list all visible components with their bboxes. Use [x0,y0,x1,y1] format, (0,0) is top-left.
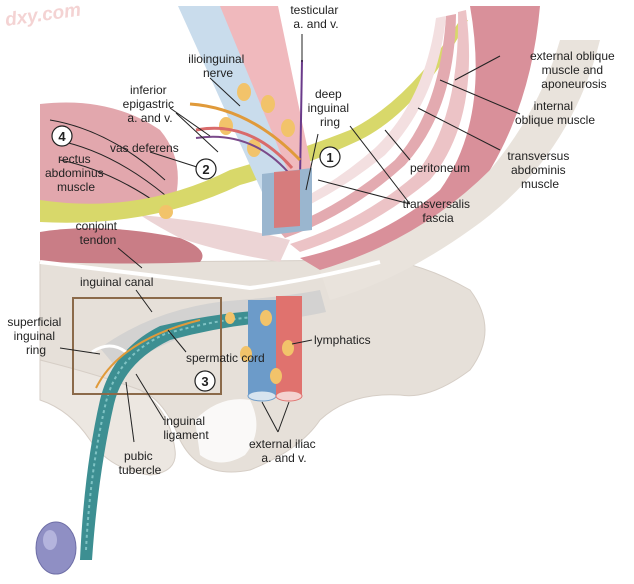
marker-2: 2 [195,158,217,180]
cord-nerve [95,319,201,389]
marker-1: 1 [319,146,341,168]
lymph-nodes-upper [159,83,295,219]
iliac-artery-end [275,390,303,402]
label-inguinal-canal: inguinal canal [80,275,153,289]
marker-4-text: 4 [58,129,66,144]
lymph-nodes-iliac [225,310,294,384]
peritoneum-layer [268,16,446,222]
label-transversus: transversus abdominis muscle [507,149,572,191]
obturator-region [195,399,257,463]
leader-lines [59,34,521,443]
testis [35,521,77,575]
spermatic-cord-pattern [85,315,271,551]
label-internal-oblique: internal oblique muscle [515,99,595,127]
transversalis-fascia-band [40,20,468,223]
label-lymphatics: lymphatics [314,333,371,347]
label-conjoint: conjoint tendon [76,219,121,247]
ilioinguinal-nerve-curve [189,102,302,162]
rectus-muscle [40,102,178,212]
inferior-epigastric-artery [195,126,294,169]
label-rectus: rectus abdominus muscle [45,152,107,194]
conjoint-tendon-muscle [40,228,203,264]
internal-oblique-layer [290,10,470,252]
iliac-vein-end [247,390,277,402]
label-transversalis: transversalis fascia [403,197,474,225]
superficial-ring-edge [91,344,127,354]
marker-3: 3 [194,370,216,392]
label-peritoneum: peritoneum [410,161,470,175]
external-oblique-layer [300,6,540,270]
marker-3-text: 3 [201,374,208,389]
deep-ring-cord-red [274,170,300,228]
label-external-oblique: external oblique muscle and aponeurosis [530,49,618,91]
marker-2-text: 2 [202,162,209,177]
marker-1-text: 1 [326,150,333,165]
marker-4: 4 [51,125,73,147]
label-deep-ring: deep inguinal ring [308,87,353,129]
watermark: dxy.com [4,0,83,31]
inguinal-ligament-line [39,260,381,291]
label-testicular: testicular a. and v. [290,3,341,31]
inferior-epigastric-vein [195,135,289,173]
label-vas-deferens: vas deferens [110,141,179,155]
label-ilioinguinal: ilioinguinal nerve [188,52,247,80]
testis-highlight [43,530,57,550]
label-inguinal-ligament: inguinal ligament [163,414,209,442]
region-3-box [72,297,222,395]
label-pubic-tubercle: pubic tubercle [119,449,162,477]
label-external-iliac: external iliac a. and v. [249,437,319,465]
label-inferior-epigastric: inferior epigastric a. and v. [123,83,178,125]
conjoint-tendon-light [140,215,290,262]
aponeurosis-sheet [320,40,600,300]
testicular-vein-line [299,59,303,181]
label-superficial-ring: superficial inguinal ring [7,315,64,357]
spermatic-cord [80,310,272,560]
label-spermatic-cord: spermatic cord [186,351,265,365]
